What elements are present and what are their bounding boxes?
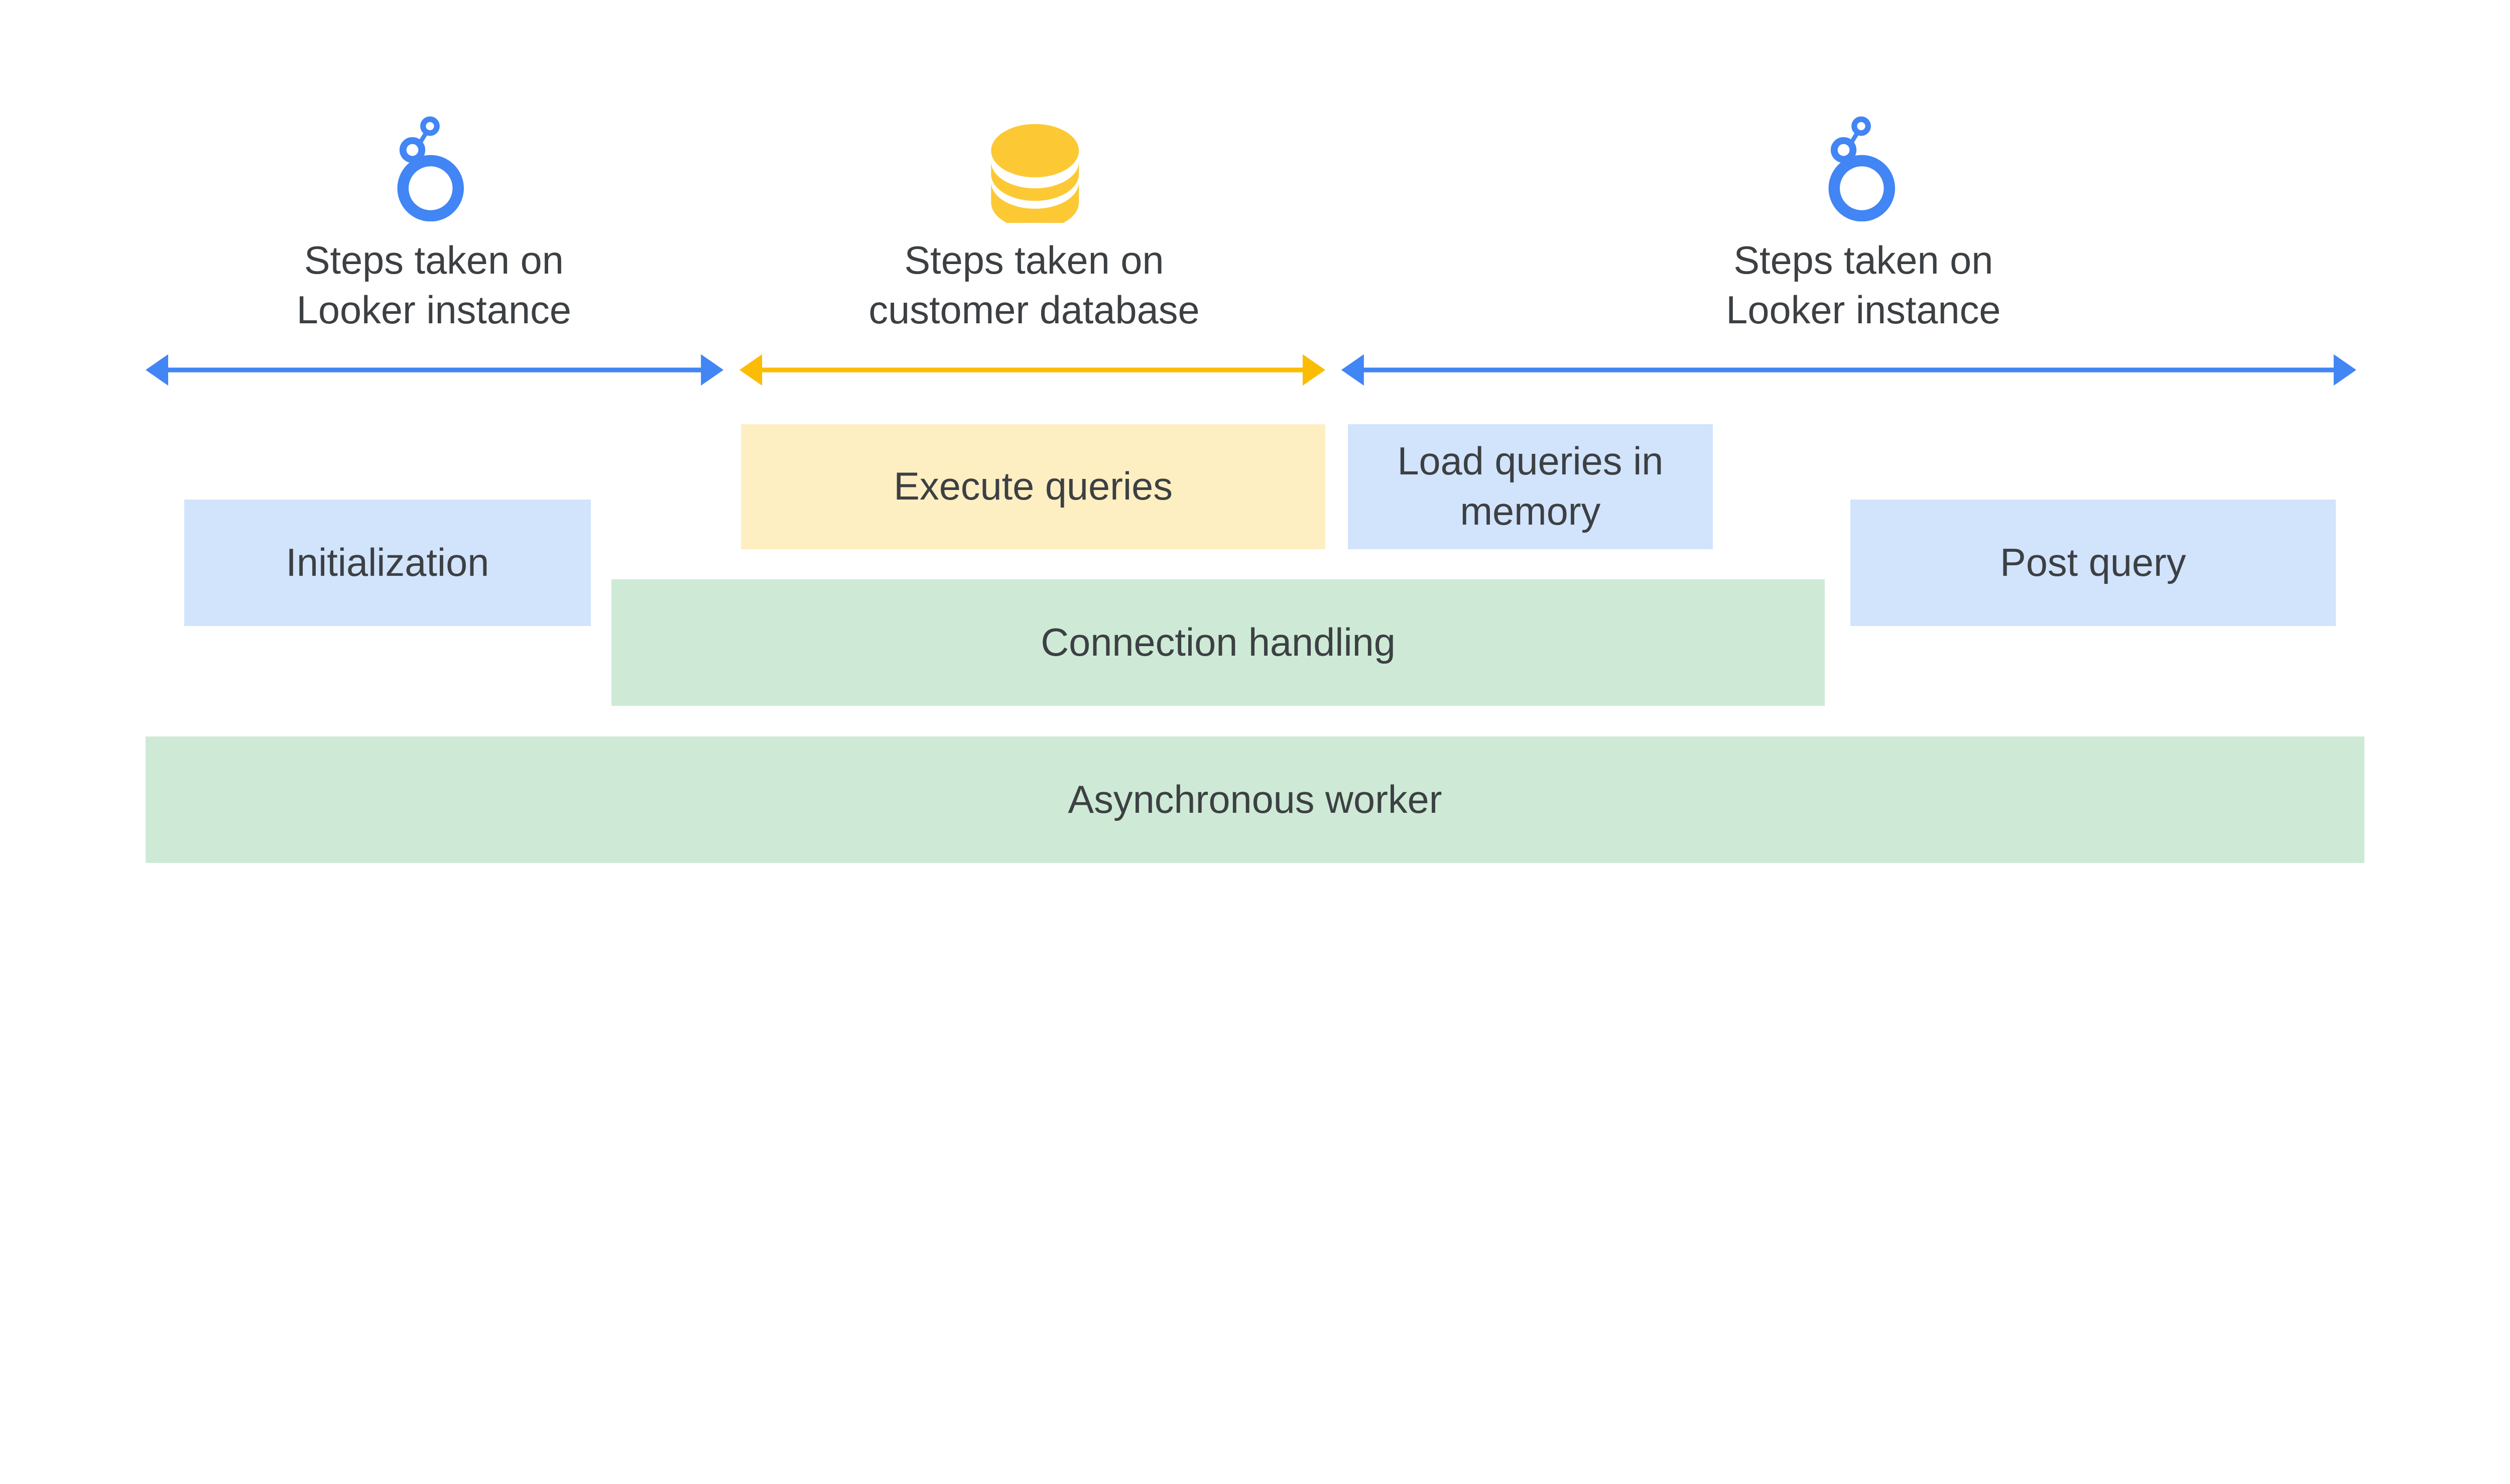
span-arrows <box>146 354 2356 386</box>
connection-handling-box: Connection handling <box>611 579 1825 706</box>
heading-line-1: Steps taken on <box>904 239 1164 282</box>
initialization-label: Initialization <box>286 541 489 584</box>
execute-queries-label: Execute queries <box>894 465 1173 509</box>
section-heading-database: Steps taken on customer database <box>815 236 1254 335</box>
heading-line-1: Steps taken on <box>304 239 564 282</box>
looker-span-arrow-2 <box>1341 354 2356 386</box>
execute-queries-box: Execute queries <box>741 424 1325 549</box>
looker-logo-icon <box>1828 116 1895 221</box>
heading-line-2: Looker instance <box>1726 288 2001 332</box>
section-heading-looker-2: Steps taken on Looker instance <box>1644 236 2083 335</box>
load-queries-label-line1: Load queries in <box>1397 440 1664 483</box>
asynchronous-worker-box: Asynchronous worker <box>146 736 2364 863</box>
load-queries-label-line2: memory <box>1460 490 1601 534</box>
load-queries-box: Load queries in memory <box>1348 424 1713 549</box>
asynchronous-worker-label: Asynchronous worker <box>1068 778 1442 821</box>
post-query-label: Post query <box>2000 541 2186 584</box>
section-heading-looker-1: Steps taken on Looker instance <box>214 236 654 335</box>
post-query-box: Post query <box>1850 500 2336 626</box>
initialization-box: Initialization <box>184 500 591 626</box>
database-span-arrow <box>739 354 1325 386</box>
heading-line-1: Steps taken on <box>1733 239 1993 282</box>
connection-handling-label: Connection handling <box>1041 621 1396 665</box>
looker-span-arrow-1 <box>146 354 724 386</box>
looker-logo-icon <box>397 116 464 221</box>
heading-line-2: customer database <box>868 288 1200 332</box>
heading-line-2: Looker instance <box>296 288 571 332</box>
database-icon <box>990 123 1079 223</box>
